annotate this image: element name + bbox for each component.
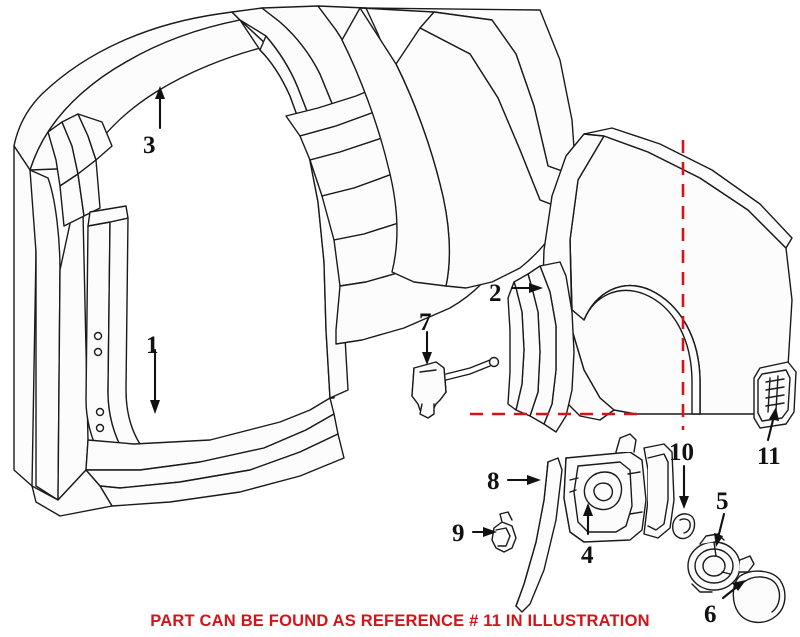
reference-note: PART CAN BE FOUND AS REFERENCE # 11 IN I… — [150, 612, 650, 630]
b-pillar — [85, 205, 141, 471]
callout-leaders — [150, 86, 779, 600]
fuel-door-flap — [643, 443, 675, 539]
callout-label-9: 9 — [452, 520, 465, 547]
callout-label-3: 3 — [143, 132, 156, 159]
callout-label-11: 11 — [757, 443, 781, 470]
part-6-fuel-cap — [732, 570, 786, 623]
part-10-bumper-stop — [672, 513, 696, 540]
callout-label-6: 6 — [704, 601, 717, 628]
part-4-filler-housing — [563, 433, 647, 543]
callout-label-4: 4 — [581, 542, 594, 569]
alignment-guides — [470, 140, 685, 430]
callout-label-8: 8 — [487, 468, 500, 495]
part-5-filler-neck — [687, 533, 755, 593]
rocker-panel — [31, 397, 345, 517]
callout-label-10: 10 — [669, 439, 694, 466]
quarter-panel-outer — [341, 7, 577, 289]
part-11-vent-grille — [753, 361, 797, 429]
leader-6 — [721, 584, 740, 600]
leader-5 — [716, 512, 726, 540]
body-side-outer-panel — [13, 11, 269, 501]
part-8-hinge-strip — [515, 457, 563, 613]
callout-label-7: 7 — [419, 309, 432, 336]
part-7-actuator — [411, 356, 500, 419]
part-2-quarter-panel-edge — [507, 261, 575, 433]
leader-11 — [766, 414, 776, 442]
callout-label-1: 1 — [146, 332, 159, 359]
body-side-inner-structure — [47, 113, 113, 227]
callout-label-2: 2 — [489, 280, 502, 307]
part-9-catch-clip — [491, 511, 517, 553]
callout-label-5: 5 — [716, 488, 729, 515]
